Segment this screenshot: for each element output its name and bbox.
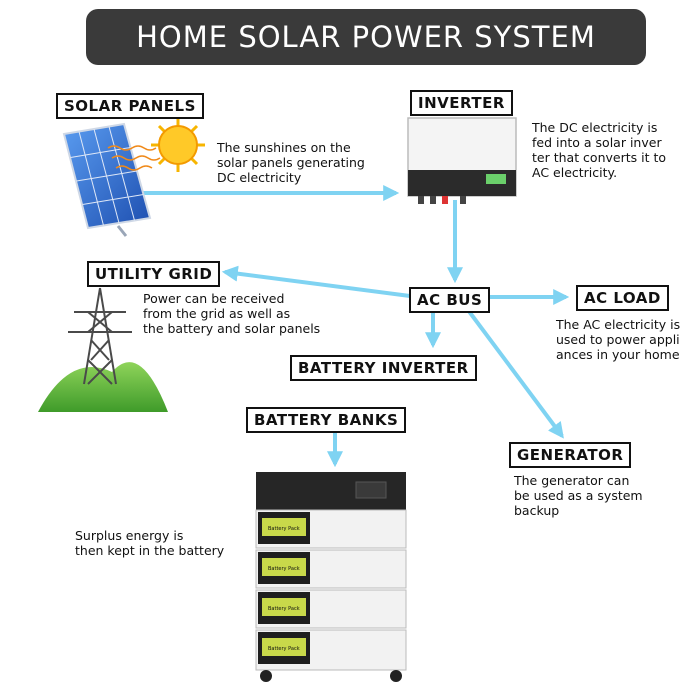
node-solar-panels: SOLAR PANELS: [56, 93, 204, 119]
desc-load: The AC electricity is used to power appl…: [556, 317, 680, 362]
desc-battery-line: Surplus energy is: [75, 528, 184, 543]
battery-stack-illustration: Battery Pack Battery Pack Battery Pack B…: [255, 472, 407, 682]
desc-battery: Surplus energy is then kept in the batte…: [75, 528, 224, 558]
utility-tower-illustration: [38, 287, 168, 412]
node-ac-bus: AC BUS: [409, 287, 491, 313]
desc-battery-line: then kept in the battery: [75, 543, 225, 558]
desc-solar-line: The sunshines on the: [217, 140, 351, 155]
desc-grid-line: Power can be received: [143, 291, 285, 306]
flow-arrows: [140, 185, 570, 468]
node-battery-banks: BATTERY BANKS: [246, 407, 407, 433]
sun-icon: [107, 118, 205, 172]
desc-solar-line: solar panels generating: [217, 155, 365, 170]
desc-solar: The sunshines on the solar panels genera…: [217, 140, 365, 185]
desc-grid-line: from the grid as well as: [143, 306, 291, 321]
desc-grid-line: the battery and solar panels: [143, 321, 321, 336]
node-ac-load: AC LOAD: [576, 285, 669, 311]
desc-generator-line: backup: [514, 503, 560, 518]
title-banner: HOME SOLAR POWER SYSTEM: [86, 9, 646, 65]
node-generator: GENERATOR: [509, 442, 632, 468]
arrow-acbus-to-grid: [221, 265, 411, 298]
desc-inverter-line: AC electricity.: [532, 165, 618, 180]
desc-inverter-line: The DC electricity is: [532, 120, 658, 135]
node-inverter: INVERTER: [410, 90, 513, 116]
node-battery-inverter: BATTERY INVERTER: [290, 355, 477, 381]
inverter-illustration: [407, 117, 517, 204]
solar-panel-illustration: [62, 122, 152, 237]
desc-inverter-line: fed into a solar inver: [532, 135, 662, 150]
desc-generator-line: The generator can: [514, 473, 630, 488]
desc-load-line: used to power appli: [556, 332, 680, 347]
desc-inverter: The DC electricity is fed into a solar i…: [532, 120, 666, 180]
battery-pack-label-3: Battery Pack: [268, 606, 300, 612]
battery-pack-label-4: Battery Pack: [268, 646, 300, 652]
battery-pack-label-1: Battery Pack: [268, 526, 300, 532]
desc-inverter-line: ter that converts it to: [532, 150, 667, 165]
battery-pack-label-2: Battery Pack: [268, 566, 300, 572]
desc-load-line: The AC electricity is: [556, 317, 681, 332]
desc-generator: The generator can be used as a system ba…: [514, 473, 643, 518]
node-utility-grid: UTILITY GRID: [87, 261, 221, 287]
desc-generator-line: be used as a system: [514, 488, 643, 503]
desc-load-line: ances in your home: [556, 347, 680, 362]
desc-solar-line: DC electricity: [217, 170, 302, 185]
arrow-acbus-to-generator: [466, 308, 564, 439]
page-title: HOME SOLAR POWER SYSTEM: [136, 20, 596, 54]
desc-grid: Power can be received from the grid as w…: [143, 291, 320, 336]
